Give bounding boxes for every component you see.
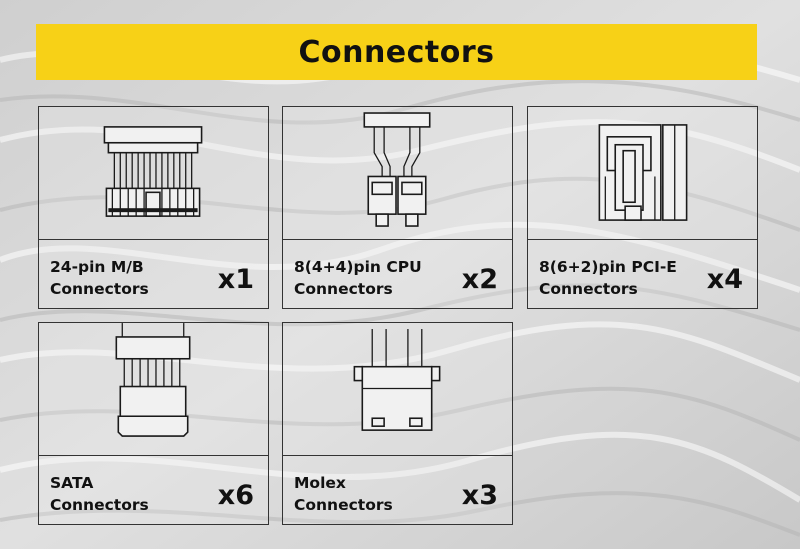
connector-count: x4	[706, 264, 743, 295]
title-banner: Connectors	[36, 24, 757, 80]
connector-count: x1	[217, 264, 254, 295]
connector-card-pcie: 8(6+2)pin PCI-E Connectors x4	[527, 106, 758, 309]
pcie-8pin-connector-icon	[598, 124, 688, 221]
connector-image	[283, 323, 512, 456]
connector-count: x3	[461, 480, 498, 511]
page-title: Connectors	[298, 34, 495, 70]
connector-count: x2	[461, 264, 498, 295]
connector-label: SATA Connectors	[50, 474, 149, 514]
connector-card-sata: SATA Connectors x6	[38, 322, 269, 525]
connector-image	[283, 107, 512, 240]
connector-card-cpu: 8(4+4)pin CPU Connectors x2	[282, 106, 513, 309]
connector-image	[528, 107, 757, 240]
connector-card-molex: Molex Connectors x3	[282, 322, 513, 525]
connector-label: 8(6+2)pin PCI-E Connectors	[539, 258, 677, 298]
molex-connector-icon	[353, 329, 441, 431]
cpu-8pin-connector-icon	[363, 112, 431, 227]
connector-image	[39, 323, 268, 456]
connector-count: x6	[217, 480, 254, 511]
connector-label: Molex Connectors	[294, 474, 393, 514]
connector-image	[39, 107, 268, 240]
connector-card-24pin: 24-pin M/B Connectors x1	[38, 106, 269, 309]
atx-24pin-connector-icon	[103, 126, 203, 217]
connector-label: 8(4+4)pin CPU Connectors	[294, 258, 422, 298]
connector-label: 24-pin M/B Connectors	[50, 258, 149, 298]
sata-connector-icon	[115, 323, 191, 437]
